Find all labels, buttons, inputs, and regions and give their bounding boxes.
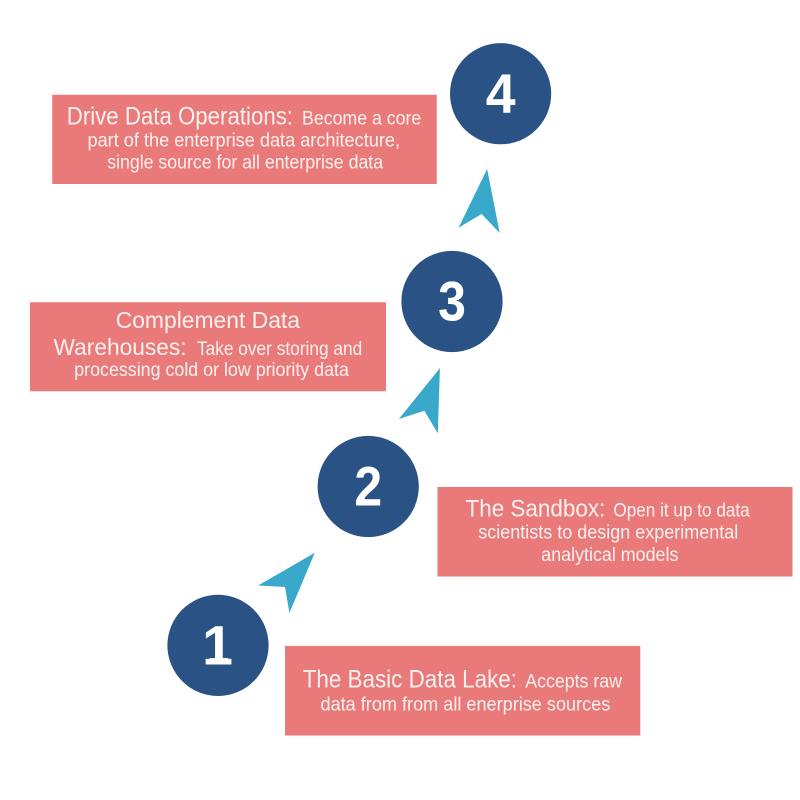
svg-text:Open it up to data: Open it up to data <box>613 501 750 522</box>
svg-text:Drive Data Operations:: Drive Data Operations: <box>67 102 293 130</box>
svg-text:Accepts raw: Accepts raw <box>525 672 622 693</box>
svg-text:processing cold or low priorit: processing cold or low priority data <box>74 360 349 381</box>
svg-text:The Basic Data Lake:: The Basic Data Lake: <box>303 666 517 694</box>
svg-text:single source for all enterpri: single source for all enterprise data <box>107 152 383 173</box>
svg-text:data from from all enerprise s: data from from all enerprise sources <box>321 694 611 715</box>
svg-text:2: 2 <box>354 456 382 518</box>
svg-text:4: 4 <box>486 63 516 125</box>
svg-text:Warehouses:: Warehouses: <box>54 334 187 360</box>
svg-text:Complement Data: Complement Data <box>116 307 301 333</box>
svg-text:1: 1 <box>202 615 233 677</box>
svg-text:The Sandbox:: The Sandbox: <box>466 496 606 523</box>
svg-text:Become a core: Become a core <box>302 108 421 129</box>
svg-text:part of the enterprise data ar: part of the enterprise data architecture… <box>88 131 401 152</box>
svg-text:analytical models: analytical models <box>541 545 678 566</box>
svg-text:scientists to design experimen: scientists to design experimental <box>478 523 738 544</box>
svg-text:3: 3 <box>438 271 466 333</box>
svg-text:Take over storing and: Take over storing and <box>197 339 362 360</box>
